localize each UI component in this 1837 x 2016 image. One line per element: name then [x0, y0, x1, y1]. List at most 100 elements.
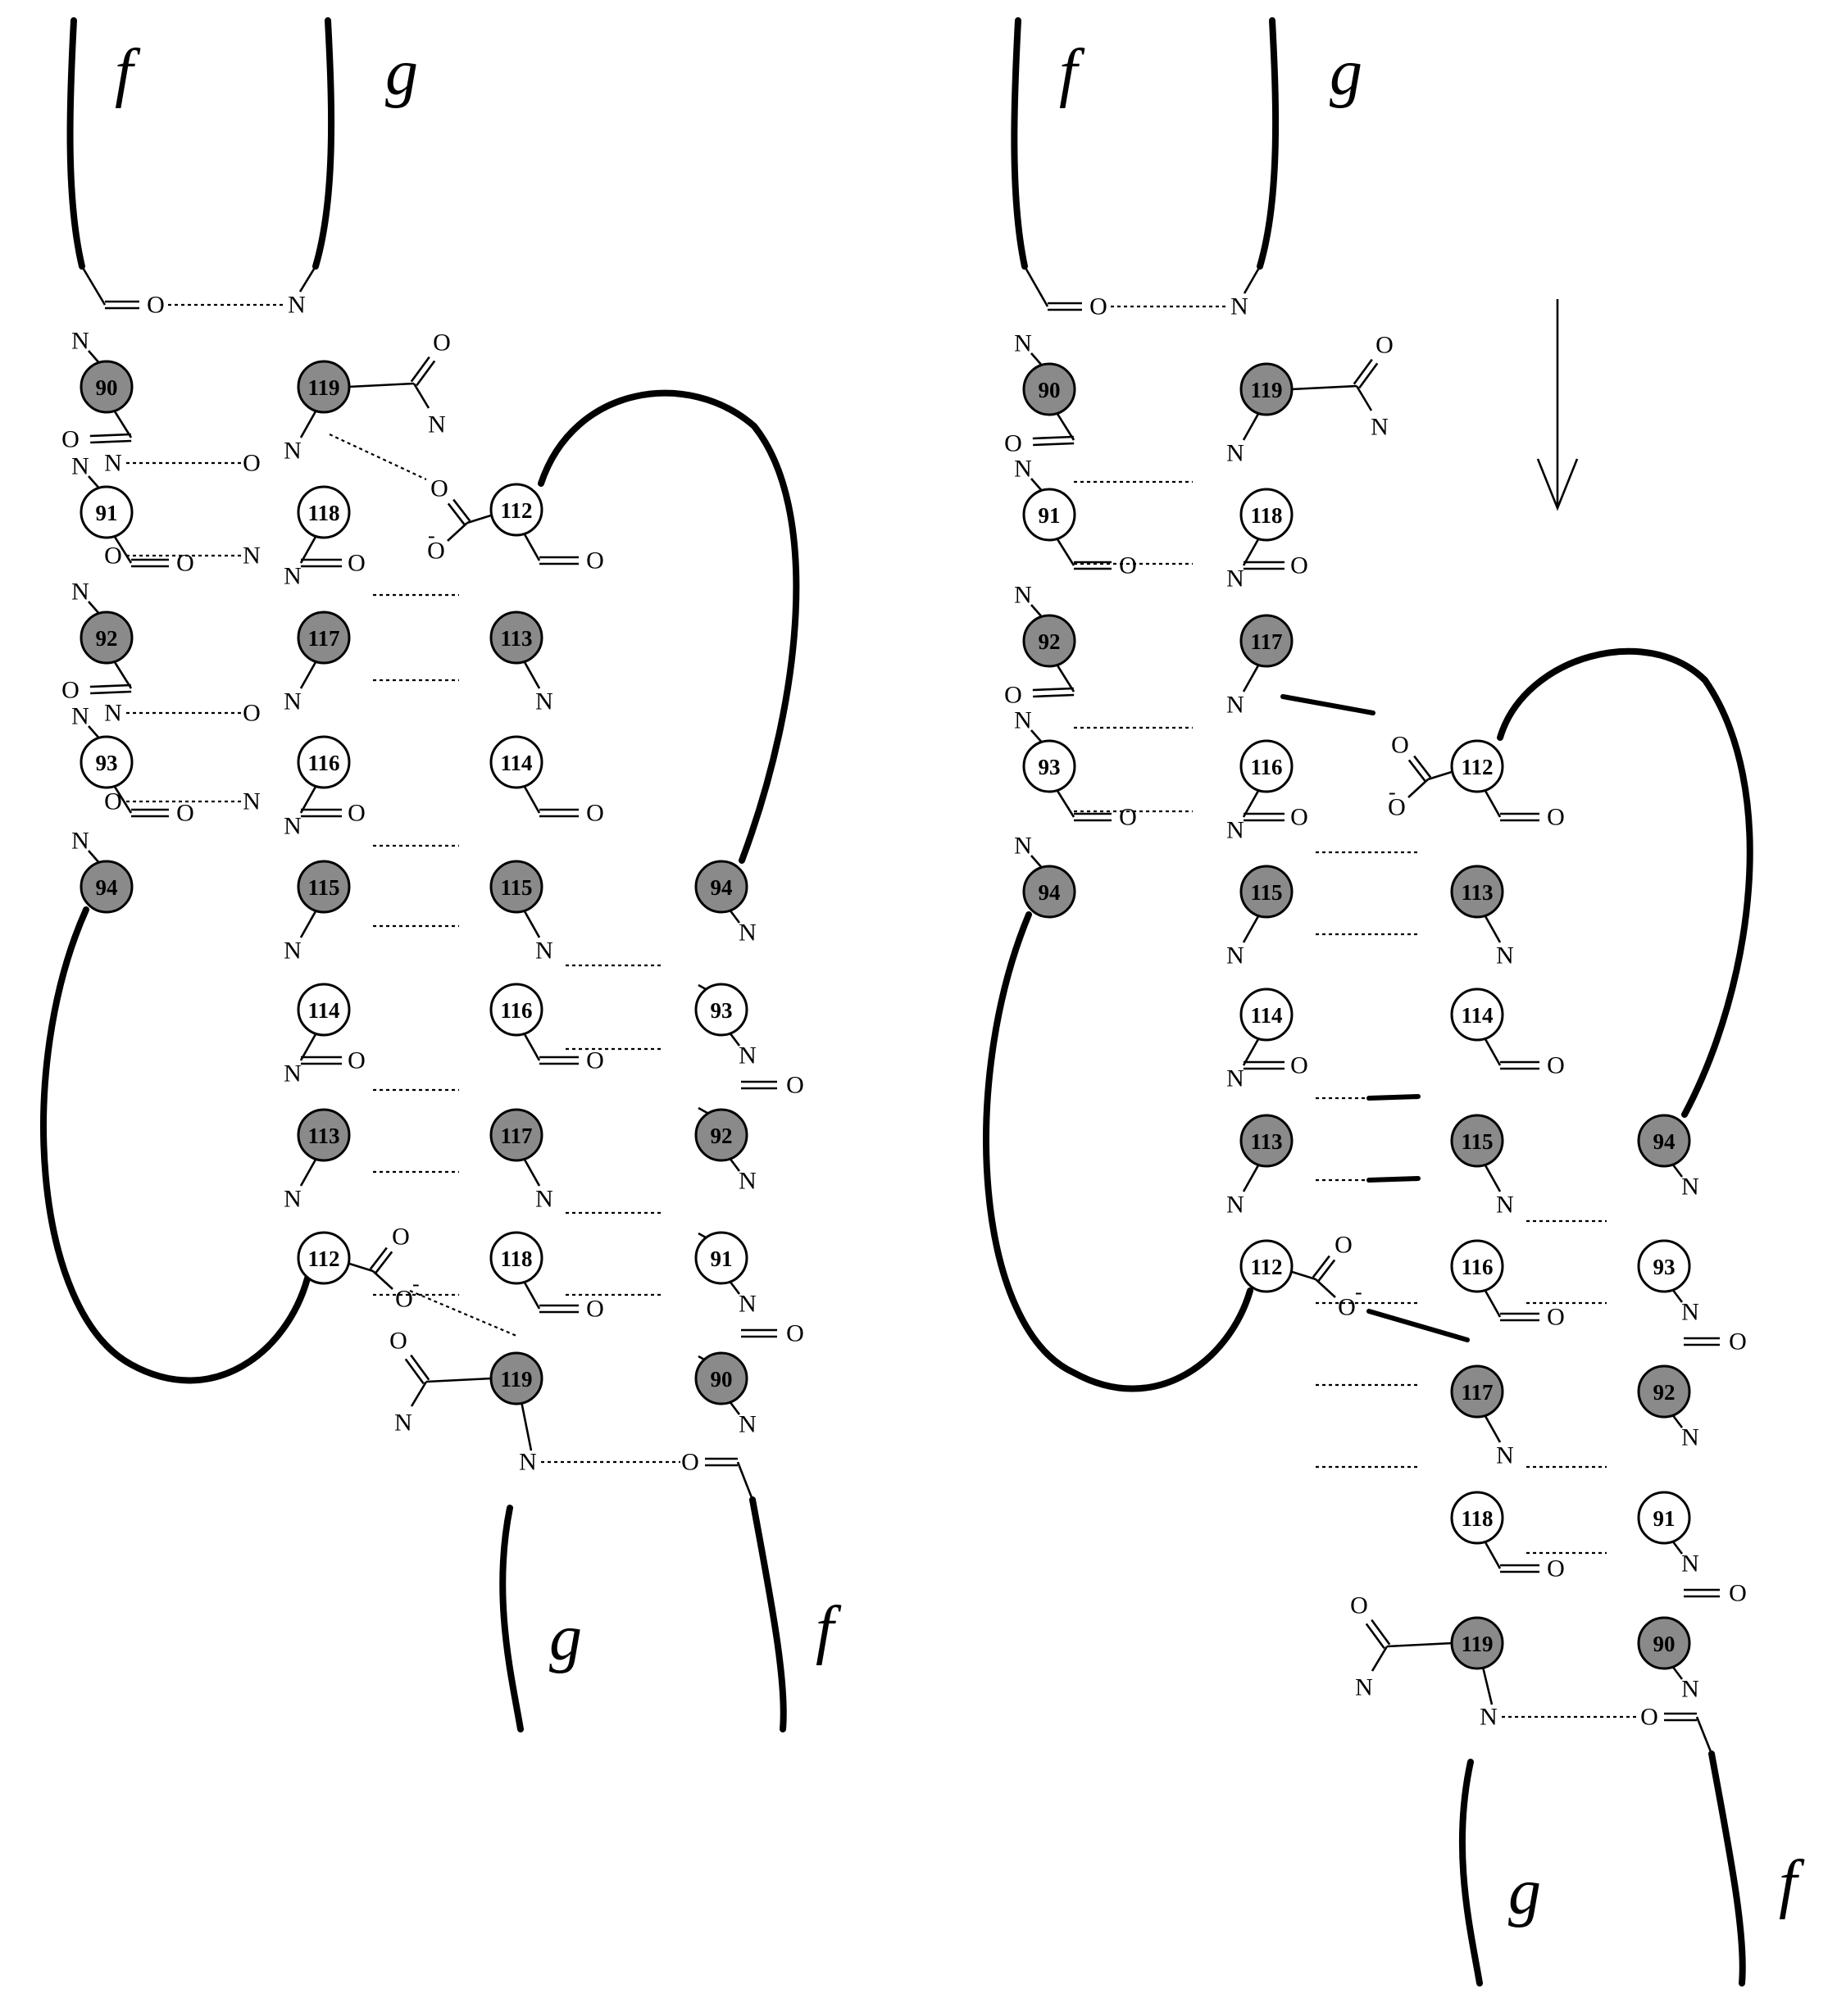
residue-number: 115 [1461, 1129, 1493, 1154]
backbone-chain [499, 1505, 524, 1732]
residue-circle-shaded [80, 360, 134, 414]
bond-line [1242, 665, 1260, 692]
nitrogen-atom: N [739, 919, 757, 947]
double-bond-line [375, 1251, 393, 1274]
bond-line [1056, 790, 1075, 818]
residue-circle-shaded [489, 860, 543, 914]
oxygen-atom: O [586, 1296, 604, 1323]
nitrogen-atom: N [1226, 565, 1244, 593]
oxygen-atom: O [1547, 804, 1565, 831]
oxygen-atom: O [1119, 552, 1137, 579]
bond-line [523, 1033, 541, 1061]
residue-number: 114 [307, 998, 339, 1023]
residues: 9091929394119118117116115114113112112113… [80, 360, 1691, 1670]
oxygen-atom: O [1350, 1592, 1368, 1619]
bond-line [1407, 779, 1429, 798]
nitrogen-atom: N [104, 450, 122, 477]
residue-number: 90 [1653, 1632, 1676, 1656]
oxygen-atom: O [1335, 1232, 1353, 1259]
oxygen-atom: O [427, 538, 445, 565]
backbone-chain [749, 1496, 787, 1732]
residue-number: 94 [96, 875, 118, 900]
nitrogen-atom: N [1226, 692, 1244, 719]
double-bond-line [447, 502, 466, 526]
double-bond-line [1033, 693, 1075, 698]
oxygen-atom: O [1547, 1052, 1565, 1079]
nitrogen-atom: N [284, 938, 302, 965]
nitrogen-atom: N [104, 700, 122, 727]
bond-line [299, 411, 317, 438]
oxygen-atom: O [147, 292, 165, 319]
bond-line [728, 1401, 741, 1415]
oxygen-atom: O [243, 450, 261, 477]
strand-label-second: g [549, 1602, 582, 1674]
double-bond-line [1358, 362, 1379, 389]
residue-number: 90 [1039, 378, 1061, 402]
residue-number: 116 [1250, 755, 1282, 779]
oxygen-atom: O [176, 550, 194, 577]
nitrogen-atom: N [1230, 293, 1248, 320]
oxygen-atom: O [1290, 552, 1308, 579]
residue-number: 92 [96, 626, 118, 651]
bond-line [1671, 1163, 1684, 1178]
residue-number: 114 [1461, 1003, 1493, 1028]
residue-number: 93 [1653, 1255, 1676, 1279]
bond-line [1695, 1716, 1713, 1755]
double-bond-line [1413, 755, 1432, 779]
bond-line [80, 266, 107, 306]
residue-number: 93 [711, 998, 733, 1023]
bond-line [346, 1261, 374, 1273]
strand-label-first: f [1059, 37, 1085, 109]
double-bond-line [1317, 1259, 1336, 1283]
nitrogen-atom: N [1014, 330, 1032, 357]
bond-line [523, 1282, 541, 1310]
residue-circle [1450, 1239, 1504, 1293]
residue-number: 119 [500, 1367, 532, 1392]
double-bond-line [410, 356, 430, 383]
oxygen-atom: O [1547, 1555, 1565, 1582]
residue-circle [489, 1231, 543, 1285]
residue-number: 117 [1461, 1380, 1493, 1405]
double-bond-line [1353, 358, 1373, 385]
oxygen-atom: O [786, 1320, 804, 1347]
nitrogen-atom: N [284, 563, 302, 590]
nitrogen-atom: N [288, 292, 306, 319]
bond-line [299, 786, 317, 814]
backbone-chain [40, 906, 311, 1384]
residue-circle [694, 983, 748, 1037]
double-bond-line [1371, 1619, 1391, 1646]
nitrogen-atom: N [284, 1060, 302, 1087]
nitrogen-atom: N [1496, 1192, 1514, 1219]
oxygen-atom: O [1729, 1580, 1747, 1607]
residue-circle-shaded [489, 611, 543, 665]
bond-line [728, 1032, 741, 1047]
residue-circle-shaded [80, 611, 134, 665]
oxygen-atom: O [348, 1047, 366, 1074]
nitrogen-atom: N [1681, 1551, 1699, 1578]
nitrogen-atom: N [519, 1449, 537, 1476]
hydrogen-bond-emphasis [1280, 694, 1375, 715]
residue-circle [489, 983, 543, 1037]
residue-circle [297, 735, 351, 789]
residue-number: 91 [1039, 503, 1061, 528]
oxygen-atom: O [348, 550, 366, 577]
residue-number: 113 [307, 1124, 339, 1148]
double-bond-line [1032, 435, 1074, 440]
residue-circle-shaded [297, 611, 351, 665]
residue-circle-shaded [1450, 1616, 1504, 1670]
strand-label-second: g [385, 37, 418, 109]
residue-number: 92 [1039, 629, 1061, 654]
nitrogen-atom: N [243, 543, 261, 570]
bond-line [1243, 266, 1262, 294]
bond-line [299, 536, 317, 564]
residue-circle-shaded [1022, 614, 1076, 668]
residue-number: 119 [307, 375, 339, 400]
oxygen-atom: O [348, 800, 366, 827]
double-bond-line [404, 1358, 425, 1385]
residue-circle [1022, 739, 1076, 793]
residue-number: 118 [1461, 1506, 1493, 1531]
double-bond-line [1407, 759, 1426, 783]
nitrogen-atom: N [739, 1042, 757, 1069]
nitrogen-atom: N [71, 453, 89, 480]
backbone-chain [1257, 17, 1280, 270]
